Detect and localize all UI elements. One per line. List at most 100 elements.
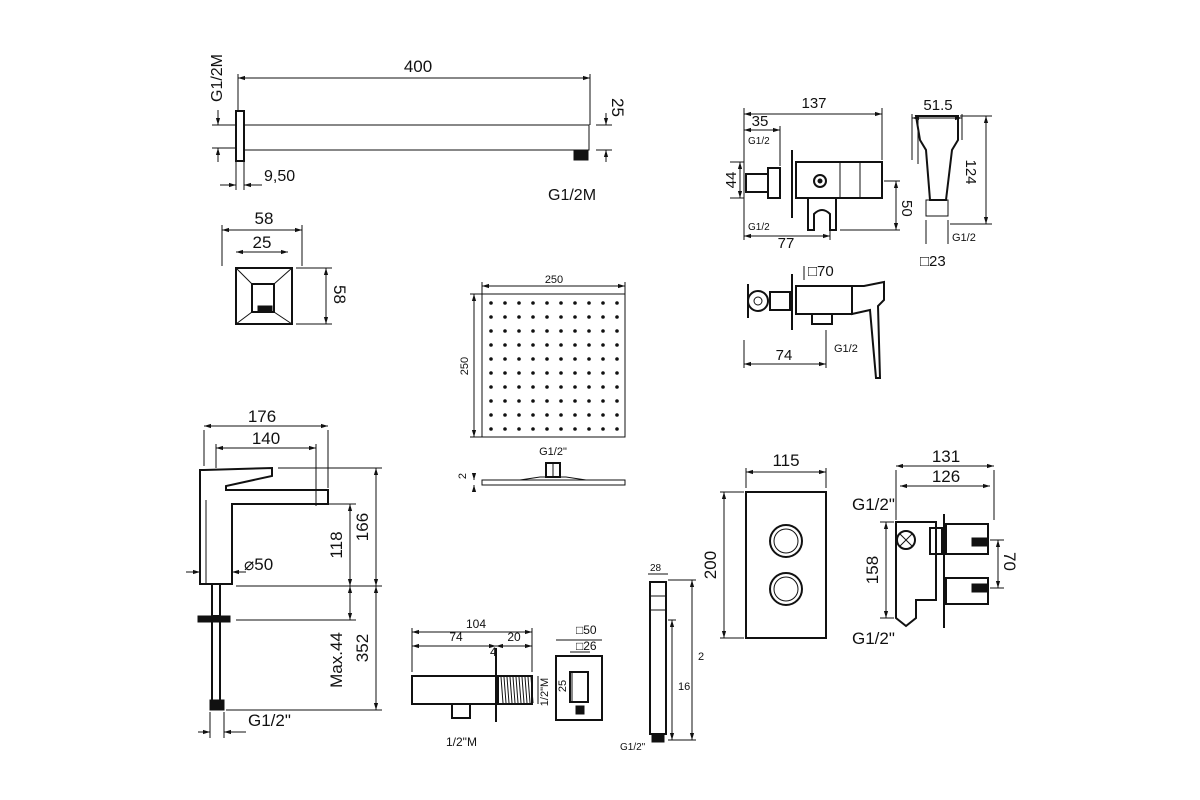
nozzle-dot <box>587 427 591 431</box>
spray-height-label: 124 <box>962 159 979 184</box>
outlet-tip-label: 4 <box>490 645 497 659</box>
nozzle-dot <box>573 315 577 319</box>
stop-depth-label: 74 <box>776 347 793 364</box>
handshower-thread-label: G1/2" <box>620 742 646 753</box>
plate-inner-height-label: 25 <box>557 680 569 692</box>
nozzle-dot <box>531 371 535 375</box>
nozzle-dot <box>601 329 605 333</box>
nozzle-dot <box>489 315 493 319</box>
plate-inner-square-label: □26 <box>576 639 597 653</box>
flange-depth-label: 9,50 <box>264 168 295 185</box>
nozzle-dot <box>615 343 619 347</box>
nozzle-dot <box>531 385 535 389</box>
nozzle-dot <box>587 371 591 375</box>
nozzle-dot <box>503 399 507 403</box>
nozzle-dot <box>615 329 619 333</box>
nozzle-dot <box>517 385 521 389</box>
basin-mixer-view: 176 140 118 166 ⌀50 Max.44 352 G1/2" <box>186 407 382 738</box>
body-depth-total-label: 131 <box>932 447 960 466</box>
nozzle-dot <box>573 329 577 333</box>
nozzle-dot <box>503 413 507 417</box>
nozzle-dot <box>587 301 591 305</box>
thread-line <box>509 676 513 704</box>
mixer-hose-label: 352 <box>353 634 372 662</box>
thread-line <box>521 676 525 704</box>
bidet-thread-bottom-label: G1/2 <box>748 222 770 233</box>
spray-square-label: □23 <box>920 253 946 270</box>
thread-line <box>512 676 516 704</box>
nozzle-dot <box>601 315 605 319</box>
nozzle-dot <box>531 301 535 305</box>
nozzle-dot <box>517 371 521 375</box>
nozzle-dot <box>531 357 535 361</box>
wall-outlet-view: 104 74 20 4 1/2"M 1/2"M □50 □26 25 <box>411 617 603 749</box>
nozzle-dot <box>545 399 549 403</box>
flange-outer-label: 58 <box>255 209 274 228</box>
nozzle-dot <box>587 343 591 347</box>
nozzle-dot <box>489 399 493 403</box>
head-thickness-label: 2 <box>457 473 469 479</box>
stop-square-label: □70 <box>808 263 834 280</box>
nozzle-dot <box>587 315 591 319</box>
bidet-length-label: 137 <box>801 95 826 112</box>
nozzle-dot <box>545 413 549 417</box>
body-thread-bottom-label: G1/2" <box>852 629 895 648</box>
nozzle-dot <box>517 399 521 403</box>
nozzle-dot <box>503 357 507 361</box>
head-profile <box>481 479 626 486</box>
flange-view: 58 25 58 <box>221 209 349 325</box>
nozzle-dot <box>545 343 549 347</box>
nozzle-dot <box>573 399 577 403</box>
nozzle-grid <box>489 301 619 431</box>
nozzle-dot <box>559 315 563 319</box>
nozzle-dot <box>489 357 493 361</box>
nozzle-dot <box>559 343 563 347</box>
nozzle-dot <box>573 427 577 431</box>
nozzle-dot <box>517 357 521 361</box>
nozzle-dot <box>517 343 521 347</box>
head-height-label: 250 <box>459 357 471 375</box>
thread-line <box>506 676 510 704</box>
body-height-label: 158 <box>863 556 882 584</box>
nozzle-dot <box>601 343 605 347</box>
concealed-body-view: 131 126 G1/2" G1/2" 158 70 <box>852 447 1019 648</box>
nozzle-dot <box>601 357 605 361</box>
handshower-handle-label: 16 <box>678 681 690 693</box>
handshower-length-label: 2 <box>698 651 704 663</box>
body-thread-top-label: G1/2" <box>852 495 895 514</box>
nozzle-dot <box>573 371 577 375</box>
nozzle-dot <box>615 315 619 319</box>
mixer-spout-label: 140 <box>252 429 280 448</box>
nozzle-dot <box>503 427 507 431</box>
nozzle-dot <box>489 371 493 375</box>
nozzle-dot <box>517 427 521 431</box>
nozzle-dot <box>587 357 591 361</box>
nozzle-dot <box>517 301 521 305</box>
arm-outlet <box>573 149 589 161</box>
flange-square <box>235 267 293 325</box>
mixer-diameter-label: ⌀50 <box>244 555 273 574</box>
nozzle-dot <box>559 427 563 431</box>
nozzle-dot <box>503 343 507 347</box>
nozzle-dot <box>531 427 535 431</box>
nozzle-dot <box>559 301 563 305</box>
stop-thread-label: G1/2 <box>834 343 858 355</box>
nozzle-dot <box>573 343 577 347</box>
outlet-thread-length-label: 20 <box>507 630 521 644</box>
head-square <box>481 293 626 438</box>
bidet-base-label: 77 <box>778 235 795 252</box>
nozzle-dot <box>559 371 563 375</box>
nozzle-dot <box>587 399 591 403</box>
nozzle-dot <box>503 315 507 319</box>
flange-inner-label: 25 <box>253 233 272 252</box>
bidet-depth-label: 50 <box>898 200 915 217</box>
handshower-width-label: 28 <box>650 563 662 574</box>
nozzle-dot <box>531 343 535 347</box>
plate-width-label: 115 <box>772 451 799 470</box>
thread-line <box>515 676 519 704</box>
nozzle-dot <box>503 371 507 375</box>
nozzle-dot <box>601 427 605 431</box>
outlet-length-label: 104 <box>466 617 486 631</box>
nozzle-dot <box>545 301 549 305</box>
nozzle-dot <box>615 427 619 431</box>
